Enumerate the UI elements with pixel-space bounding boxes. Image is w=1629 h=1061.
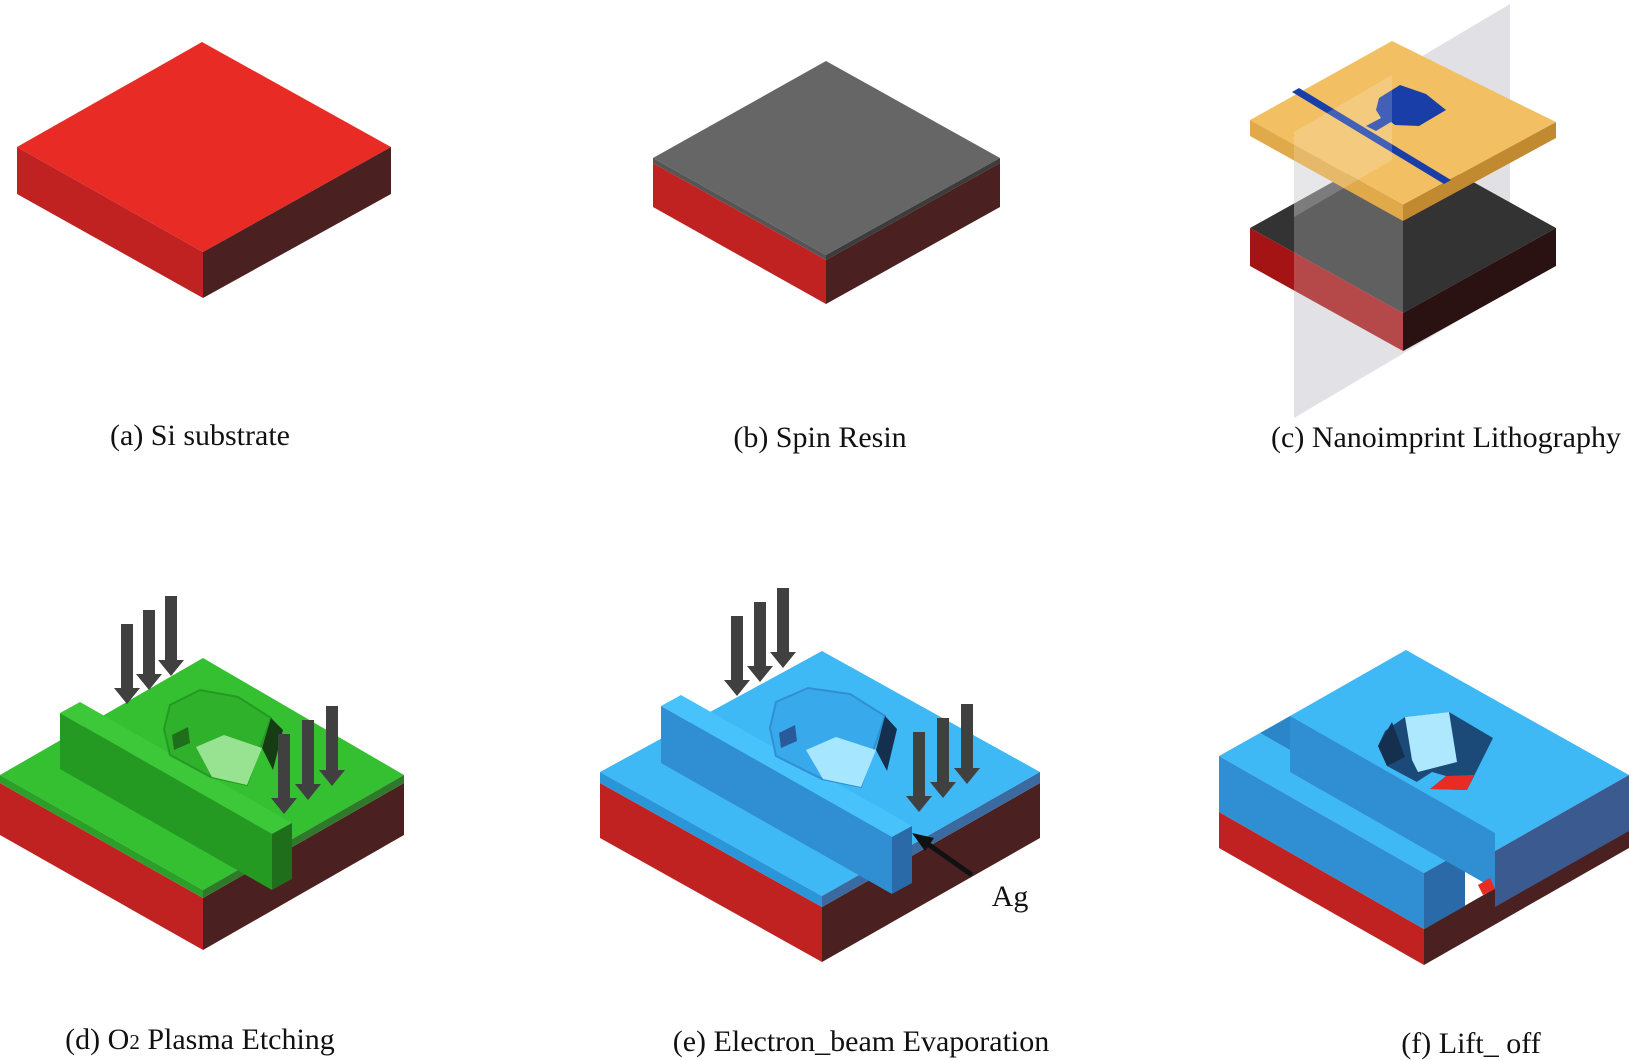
caption-c: (c) Nanoimprint Lithography xyxy=(1271,421,1621,454)
ag-pointer-line xyxy=(923,839,974,878)
caption-d-prefix: (d) O xyxy=(65,1023,129,1056)
caption-d: (d) O2 Plasma Etching xyxy=(65,1023,335,1056)
mold-left-face xyxy=(1250,120,1403,221)
arrow-icon xyxy=(295,720,321,800)
plasma-arrows-left xyxy=(114,596,184,704)
ag-left-ridge-end xyxy=(1424,850,1465,929)
resist-cavity-notch xyxy=(172,727,190,750)
ag-cavity-notch xyxy=(779,725,797,748)
ag-label: Ag xyxy=(992,880,1029,913)
panel-b-spin-resin xyxy=(653,61,1000,304)
resist-cavity-floor xyxy=(196,735,262,785)
si-left-face xyxy=(17,147,203,298)
si-exposed-gap xyxy=(1478,878,1495,895)
arrow-icon xyxy=(724,616,750,696)
caption-b: (b) Spin Resin xyxy=(733,421,906,454)
ag-left-ridge-top xyxy=(1219,733,1465,873)
evaporation-arrows-left xyxy=(724,588,796,696)
ag-ridge-end xyxy=(892,826,912,894)
si-left-face xyxy=(1250,228,1403,351)
si-left-face xyxy=(1219,812,1424,965)
ag-hole-shadow xyxy=(1378,722,1405,766)
ag-left-ridge-front xyxy=(1219,756,1424,929)
caption-a: (a) Si substrate xyxy=(110,419,290,452)
ag-cavity-wall xyxy=(876,716,897,771)
ag-block-right xyxy=(1495,775,1629,907)
panel-c-nanoimprint xyxy=(1250,4,1556,418)
caption-d-suffix: Plasma Etching xyxy=(140,1023,335,1056)
panel-e-ebeam-evaporation xyxy=(600,588,1040,962)
ag-pointer-head xyxy=(912,833,934,851)
arrow-icon xyxy=(114,624,140,704)
caption-f: (f) Lift_ off xyxy=(1401,1027,1540,1060)
evaporation-arrows-right xyxy=(906,704,980,812)
resin-right-face xyxy=(826,158,1000,260)
ag-ridge-front xyxy=(661,706,892,894)
si-hole-floor xyxy=(1430,775,1474,790)
mold-strip-pattern xyxy=(1292,88,1451,184)
caption-e: (e) Electron_beam Evaporation xyxy=(673,1025,1050,1058)
section-plane-overlay xyxy=(1294,75,1392,217)
ag-ridge-top xyxy=(661,695,912,837)
panel-d-plasma-etching xyxy=(0,596,404,950)
arrow-icon xyxy=(954,704,980,784)
resin-left-face xyxy=(653,158,826,260)
panel-a-si-substrate xyxy=(17,42,391,298)
si-right-face xyxy=(203,147,391,298)
ag-cavity-floor xyxy=(806,737,876,787)
arrow-icon xyxy=(319,706,345,786)
arrow-icon xyxy=(770,588,796,668)
resist-left-face xyxy=(0,775,203,898)
arrow-icon xyxy=(747,602,773,682)
arrow-icon xyxy=(136,610,162,690)
si-left-face xyxy=(653,163,826,304)
resist-ridge-top xyxy=(60,702,292,834)
si-right-face xyxy=(1403,228,1556,351)
si-right-face xyxy=(203,783,404,950)
resin-top-face xyxy=(653,61,1000,255)
ag-hole-floor xyxy=(1415,772,1446,789)
resist-ridge-end xyxy=(272,823,292,890)
si-left-face xyxy=(0,783,203,950)
mold-cavity-pattern xyxy=(1366,85,1446,131)
arrow-icon xyxy=(271,734,297,814)
si-left-face xyxy=(600,783,822,962)
ag-hole-inner-wall xyxy=(1405,712,1457,772)
mold-right-face xyxy=(1403,122,1556,221)
si-right-face xyxy=(826,163,1000,304)
ag-block-front xyxy=(1290,716,1495,889)
arrow-icon xyxy=(930,718,956,798)
caption-d-subscript: 2 xyxy=(129,1030,140,1054)
si-right-face xyxy=(822,783,1040,962)
arrow-icon xyxy=(906,732,932,812)
resist-ridge-front xyxy=(60,713,272,890)
si-top-face xyxy=(17,42,391,252)
arrow-icon xyxy=(158,596,184,676)
plasma-arrows-right xyxy=(271,706,345,814)
ag-left-face xyxy=(600,772,822,907)
panel-f-lift-off xyxy=(1219,650,1629,965)
resist-cavity-wall xyxy=(262,718,283,770)
